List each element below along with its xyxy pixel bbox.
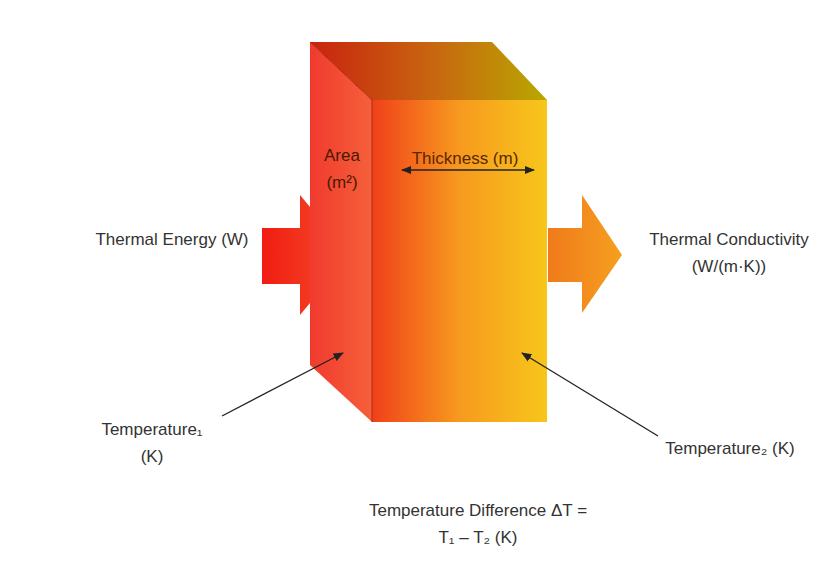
annotation-label: Thermal Energy (W): [87, 226, 257, 253]
slab-front-face: [372, 100, 547, 422]
heat-out-arrow: [548, 195, 622, 313]
slab: Area (m²) Thickness (m): [310, 42, 548, 424]
area-label: Area (m²): [312, 142, 372, 196]
annotation-label: Temperature Difference ΔT = T₁ – T₂ (K): [360, 497, 596, 551]
thickness-label: Thickness (m): [400, 145, 530, 173]
annotation-label: Temperature₂ (K): [665, 435, 795, 462]
thickness-dimension: [402, 169, 534, 171]
annotation-label: Temperature₁ (K): [90, 416, 214, 470]
leader-line: [522, 353, 658, 436]
leader-line: [222, 353, 343, 416]
annotation-label: Thermal Conductivity (W/(m·K)): [627, 226, 831, 280]
